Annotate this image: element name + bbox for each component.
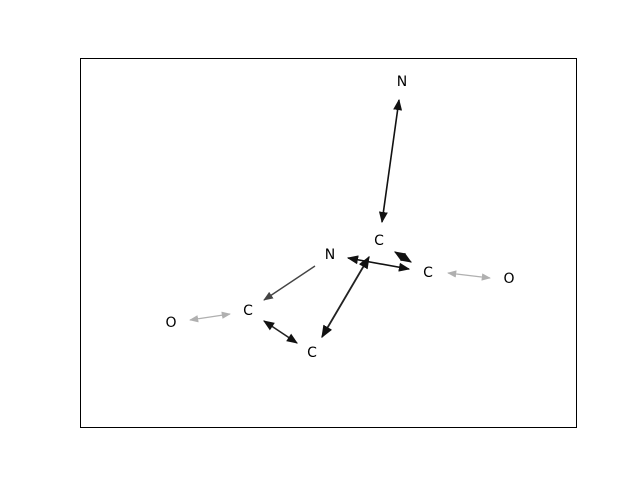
atom-label-n1: N	[397, 74, 407, 90]
atom-label-c3: C	[243, 303, 253, 319]
atom-label-c1: C	[374, 233, 384, 249]
atom-label-o1: O	[503, 271, 514, 287]
arrow-n1-c1	[378, 98, 403, 224]
arrow-c2-o1	[447, 270, 491, 281]
atom-label-c4: C	[307, 345, 317, 361]
arrow-n2-c2	[346, 255, 411, 272]
arrow-n2-c3	[263, 265, 316, 301]
arrow-c1-c4	[321, 255, 370, 339]
arrow-c1-c2	[394, 251, 412, 263]
arrow-c3-c4	[263, 320, 298, 344]
atom-label-n2: N	[325, 247, 335, 263]
atom-label-o2: O	[165, 315, 176, 331]
plot-frame	[80, 58, 577, 428]
arrow-c3-o2	[189, 311, 231, 323]
atom-label-c2: C	[423, 265, 433, 281]
